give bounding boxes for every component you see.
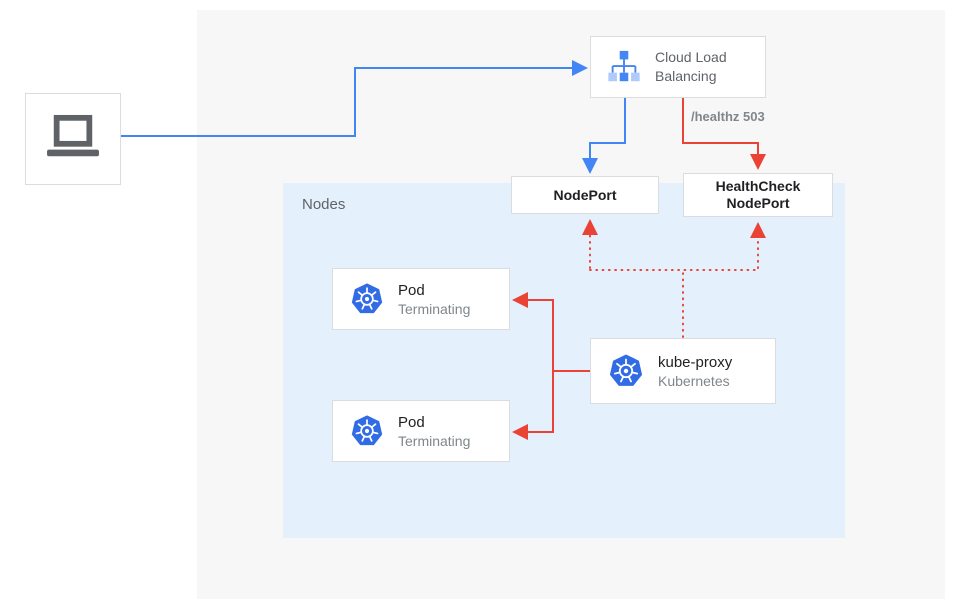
pod-2-title: Pod [398, 413, 425, 431]
kubernetes-icon [608, 353, 644, 389]
kubernetes-icon [350, 282, 384, 316]
kubernetes-icon [350, 414, 384, 448]
nodeport-box: NodePort [511, 176, 659, 214]
pod-1-status: Terminating [398, 300, 471, 317]
cloud-load-balancing-icon [608, 50, 640, 82]
nodeport-label: NodePort [553, 187, 617, 203]
healthcheck-nodeport-label: HealthCheck NodePort [715, 177, 801, 212]
pod-2-status: Terminating [398, 432, 471, 449]
pod-box-1: Pod Terminating [332, 268, 510, 330]
cloud-load-balancing-box: Cloud Load Balancing [590, 36, 766, 98]
pod-box-2: Pod Terminating [332, 400, 510, 462]
pod-1-text: Pod Terminating [398, 282, 470, 317]
pod-1-title: Pod [398, 281, 425, 299]
kube-proxy-title: kube-proxy [658, 353, 733, 371]
healthcheck-nodeport-box: HealthCheck NodePort [683, 173, 833, 217]
healthz-503-label: /healthz 503 [691, 109, 765, 124]
laptop-icon [47, 114, 99, 157]
kube-proxy-subtitle: Kubernetes [658, 372, 730, 389]
pod-2-text: Pod Terminating [398, 414, 470, 449]
client-box [25, 93, 121, 185]
nodes-panel-label: Nodes [302, 196, 346, 213]
kube-proxy-box: kube-proxy Kubernetes [590, 338, 776, 404]
kube-proxy-text: kube-proxy Kubernetes [658, 354, 732, 389]
cloud-load-balancing-label: Cloud Load Balancing [655, 49, 727, 84]
